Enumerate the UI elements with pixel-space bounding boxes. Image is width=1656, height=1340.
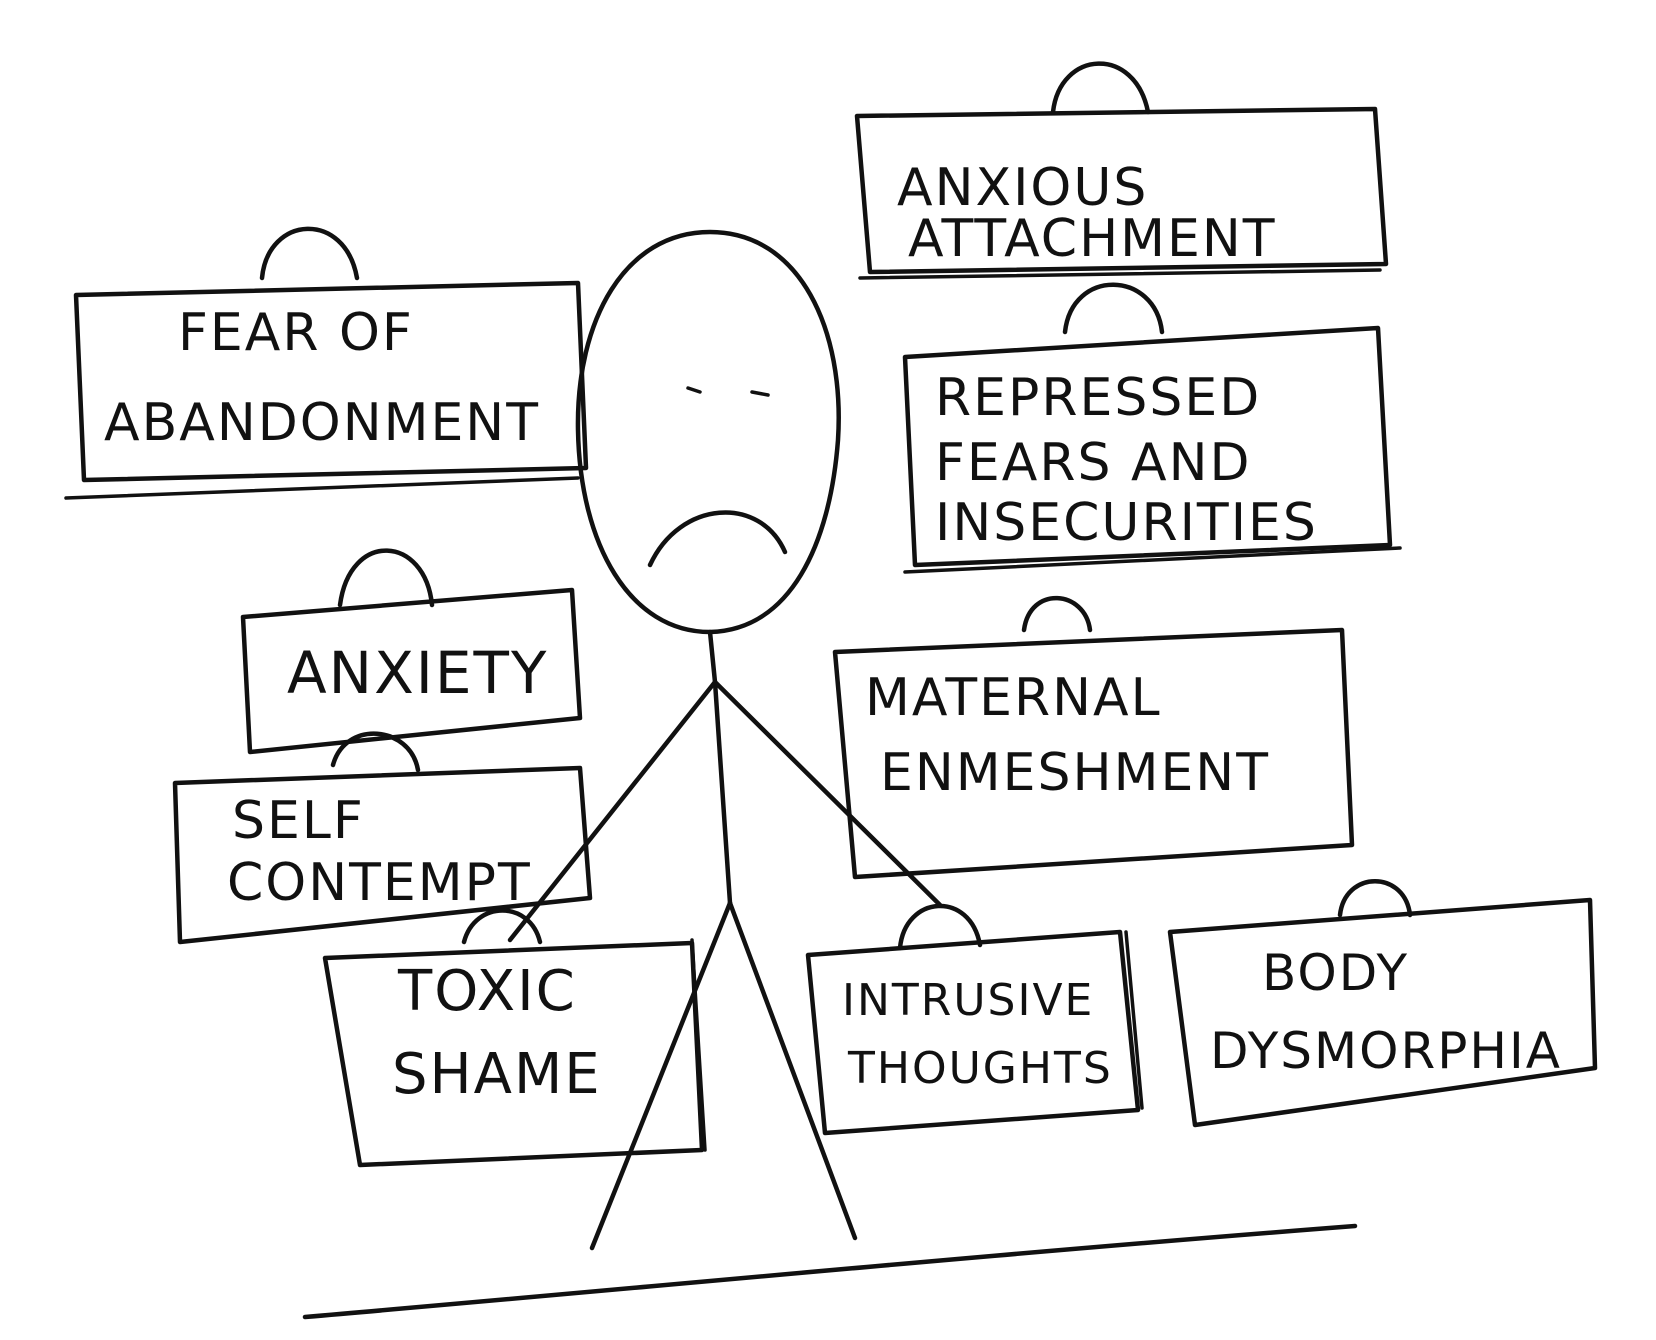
bag-repressed-fears: REPRESSED FEARS AND INSECURITIES (902, 282, 1402, 574)
bag-label-line-1: REPRESSED (935, 368, 1261, 428)
bag-side-line (690, 938, 707, 1152)
bag-label-line-2: ATTACHMENT (908, 209, 1277, 269)
bag-body (805, 929, 1141, 1136)
head (575, 229, 841, 635)
right-arm (712, 679, 943, 908)
bag-base-line (64, 476, 580, 500)
bag-label-line-2: ENMESHMENT (880, 743, 1270, 803)
stick-figure-icon (507, 229, 943, 1251)
bag-side-line (1124, 930, 1144, 1110)
bag-body (902, 325, 1393, 568)
bag-body (240, 587, 583, 755)
bag-base-line (903, 546, 1402, 574)
bag-handle-icon (337, 548, 435, 608)
bag-fear-of-abandonment: FEAR OF ABANDONMENT (64, 226, 589, 500)
bag-handle-icon (259, 226, 360, 281)
bag-label-line-3: INSECURITIES (935, 493, 1318, 553)
bag-toxic-shame: TOXIC SHAME (322, 908, 707, 1168)
frown-mouth (647, 510, 788, 568)
torso (712, 679, 733, 906)
bag-handle-icon (1062, 282, 1165, 335)
left-leg (589, 900, 733, 1251)
bag-base-line (858, 268, 1382, 280)
right-leg (727, 900, 858, 1241)
bag-label-line-1: FEAR OF (178, 303, 414, 363)
bag-body (73, 280, 589, 483)
bag-label-line-1: BODY (1262, 944, 1409, 1002)
bag-handle-icon (461, 908, 543, 945)
bag-label-line-1: ANXIETY (287, 639, 548, 707)
bag-label-line-2: FEARS AND (935, 433, 1252, 493)
bag-handle-icon (1021, 595, 1093, 633)
left-eye (686, 386, 702, 394)
right-eye (750, 390, 770, 397)
ground-line (302, 1223, 1358, 1320)
bag-body (832, 627, 1355, 880)
bag-anxious-attachment: ANXIOUS ATTACHMENT (854, 61, 1389, 280)
bag-body (322, 940, 705, 1168)
neck (707, 629, 718, 685)
bag-label-line-2: ABANDONMENT (104, 393, 540, 453)
left-arm (507, 679, 718, 943)
bag-intrusive-thoughts: INTRUSIVE THOUGHTS (805, 903, 1144, 1136)
bag-handle-icon (330, 731, 421, 773)
bag-maternal-enmeshment: MATERNAL ENMESHMENT (832, 595, 1355, 880)
bag-label-line-2: CONTEMPT (227, 853, 532, 913)
bag-body (1167, 897, 1598, 1128)
bag-body-dysmorphia: BODY DYSMORPHIA (1167, 879, 1598, 1128)
bag-label-line-1: ANXIOUS (897, 158, 1148, 218)
bag-anxiety: ANXIETY (240, 548, 583, 755)
bag-label-line-1: SELF (232, 791, 365, 851)
bag-label-line-2: DYSMORPHIA (1210, 1022, 1562, 1080)
bag-label-line-1: INTRUSIVE (842, 975, 1094, 1026)
bag-body (172, 765, 593, 945)
bag-handle-icon (1337, 879, 1413, 918)
bag-label-line-2: SHAME (392, 1042, 602, 1107)
bag-label-line-2: THOUGHTS (847, 1043, 1113, 1094)
bag-handle-icon (1050, 61, 1151, 115)
bag-label-line-1: TOXIC (397, 959, 577, 1024)
bag-self-contempt: SELF CONTEMPT (172, 731, 593, 945)
bag-label-line-1: MATERNAL (865, 668, 1162, 728)
bag-body (854, 106, 1389, 275)
